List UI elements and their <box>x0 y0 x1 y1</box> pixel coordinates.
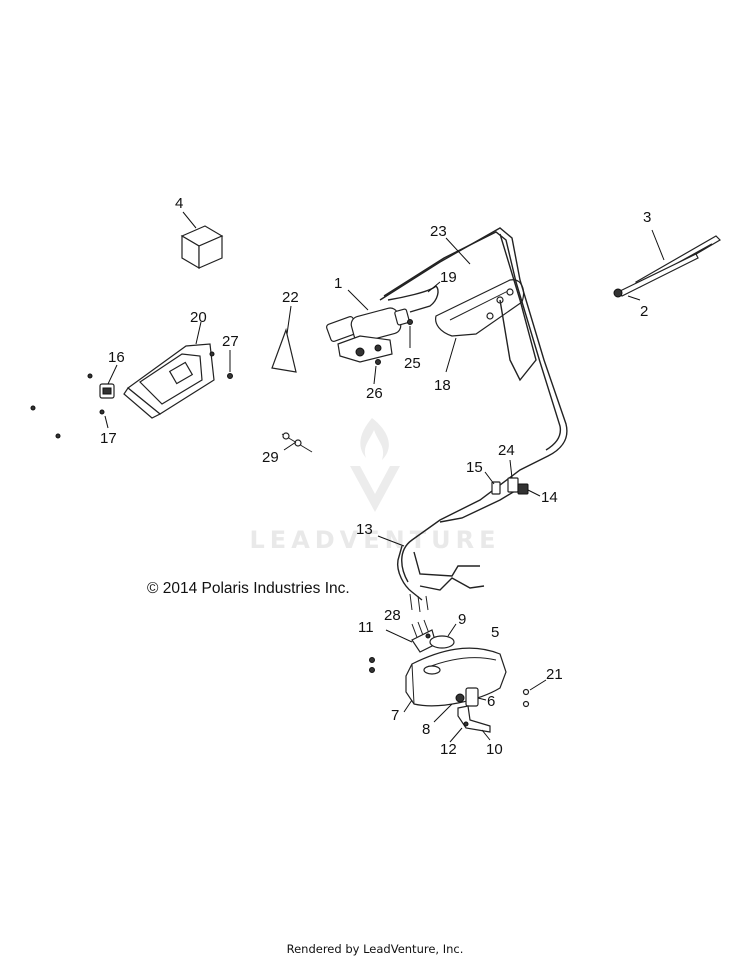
callout-24: 24 <box>498 442 515 459</box>
callout-10: 10 <box>486 741 503 758</box>
render-credit-footer: Rendered by LeadVenture, Inc. <box>286 942 464 956</box>
part-4-box <box>180 211 224 270</box>
callout-15: 15 <box>466 459 483 476</box>
callout-29: 29 <box>262 449 279 466</box>
callout-25: 25 <box>404 355 421 372</box>
part-12-bracket-screw <box>449 721 469 743</box>
callout-8: 8 <box>422 721 430 738</box>
callout-labels: 4 3 2 23 1 19 22 20 27 16 25 18 26 17 24… <box>100 195 651 758</box>
callout-17: 17 <box>100 430 117 447</box>
part-23-washer-hose <box>379 227 568 583</box>
part-9-cap <box>425 623 457 649</box>
part-6-pump <box>465 687 487 707</box>
callout-27: 27 <box>222 333 239 350</box>
part-7-reservoir <box>403 647 507 713</box>
fastener-27 <box>227 350 233 379</box>
fastener-25 <box>407 319 413 348</box>
part-15-connector <box>484 471 501 495</box>
callout-23: 23 <box>430 223 447 240</box>
part-20-switch-housing <box>123 321 215 419</box>
callout-18: 18 <box>434 377 451 394</box>
callout-9: 9 <box>458 611 466 628</box>
part-10-bracket <box>457 705 491 741</box>
fasteners-17 <box>30 373 109 439</box>
fastener-26 <box>373 359 381 385</box>
copyright-notice: © 2014 Polaris Industries Inc. <box>147 580 350 597</box>
callout-28: 28 <box>384 607 401 624</box>
part-8-grommet <box>433 693 465 723</box>
callout-4: 4 <box>175 195 183 212</box>
part-1-wiper-motor <box>326 289 410 363</box>
callout-19: 19 <box>440 269 457 286</box>
leadventure-watermark: LEADVENTURE <box>250 418 501 554</box>
callout-11: 11 <box>358 619 374 636</box>
callout-16: 16 <box>108 349 125 366</box>
part-14-connector <box>517 483 541 497</box>
callout-22: 22 <box>282 289 299 306</box>
watermark-text: LEADVENTURE <box>250 526 501 554</box>
callout-13: 13 <box>356 521 373 538</box>
part-11-clip <box>385 629 437 653</box>
fasteners-7 <box>369 657 375 673</box>
callout-3: 3 <box>643 209 651 226</box>
part-2-wiper-arm <box>613 253 699 301</box>
part-29-clip <box>281 432 313 453</box>
part-22-gasket <box>271 305 297 373</box>
part-18-cover-plate <box>435 279 525 373</box>
callout-5: 5 <box>491 624 499 641</box>
callout-2: 2 <box>640 303 648 320</box>
callout-26: 26 <box>366 385 383 402</box>
part-21-fasteners <box>522 679 547 708</box>
callout-12: 12 <box>440 741 457 758</box>
callout-20: 20 <box>190 309 207 326</box>
part-13-wiring-harness <box>377 487 521 613</box>
callout-14: 14 <box>541 489 558 506</box>
callout-21: 21 <box>546 666 563 683</box>
callout-6: 6 <box>487 693 495 710</box>
callout-1: 1 <box>334 275 342 292</box>
part-19-hose <box>387 281 441 313</box>
part-16-switch <box>99 364 118 399</box>
callout-7: 7 <box>391 707 399 724</box>
